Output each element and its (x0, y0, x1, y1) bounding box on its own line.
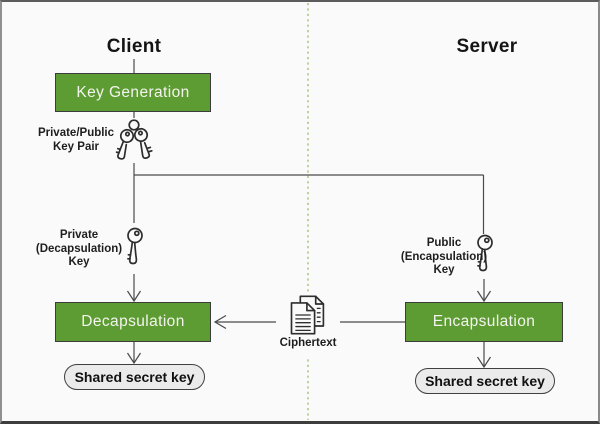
key-pair-label: Private/Public Key Pair (18, 126, 134, 154)
arrowhead-decap (126, 290, 142, 303)
public-key-label-line3: Key (433, 264, 455, 276)
shared-secret-key-server-label: Shared secret key (425, 373, 545, 389)
decapsulation-box: Decapsulation (55, 302, 211, 342)
key-generation-label: Key Generation (76, 83, 190, 101)
public-key-label: Public (Encapsulation) Key (386, 237, 502, 278)
ciphertext-label: Ciphertext (279, 337, 337, 349)
private-key-label: Private (Decapsulation) Key (21, 229, 137, 270)
shared-secret-key-client-label: Shared secret key (74, 369, 195, 385)
ciphertext-node: Ciphertext (276, 292, 340, 358)
encapsulation-label: Encapsulation (432, 313, 536, 330)
server-heading: Server (456, 36, 518, 57)
arrowhead-ssk-server (476, 356, 492, 369)
encapsulation-box: Encapsulation (405, 302, 563, 342)
key-pair-label-line1: Private/Public (37, 127, 115, 139)
private-key-icon (121, 226, 147, 275)
arrowhead-ssk-client (126, 352, 142, 365)
public-key-label-line1: Public (426, 237, 462, 249)
shared-secret-key-client: Shared secret key (64, 364, 205, 390)
arrowhead-ciphertext (213, 314, 227, 330)
public-key-label-line2: (Encapsulation) (400, 250, 488, 263)
key-generation-box: Key Generation (55, 73, 211, 112)
client-heading: Client (106, 36, 162, 57)
private-key-label-line1: Private (59, 229, 99, 241)
shared-secret-key-server: Shared secret key (415, 368, 555, 394)
public-key-icon (471, 233, 497, 282)
ciphertext-documents-icon (286, 293, 330, 342)
private-key-label-line3: Key (68, 256, 90, 268)
private-key-label-line2: (Decapsulation) (35, 242, 123, 255)
key-pair-icon (112, 116, 156, 171)
arrowhead-encap (476, 290, 492, 303)
key-pair-label-line2: Key Pair (52, 141, 100, 153)
decapsulation-label: Decapsulation (81, 313, 185, 330)
